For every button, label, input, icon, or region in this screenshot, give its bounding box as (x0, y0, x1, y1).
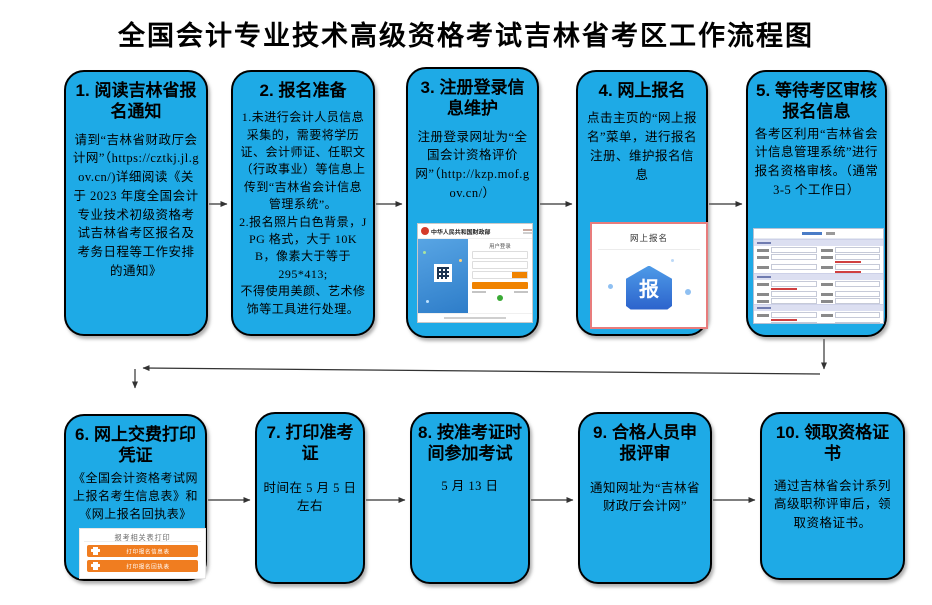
step-body: 《全国会计资格考试网上报名考生信息表》和《网上报名回执表》 (72, 470, 198, 521)
login-page-footer (418, 313, 532, 322)
registration-house-icon: 报 (626, 265, 672, 310)
step-body: 注册登录网址为“全国会计资格评价网”（http://kzp.mof.gov.cn… (415, 129, 530, 200)
password-field (472, 261, 528, 269)
qr-code (434, 264, 453, 283)
step-heading: 7. 打印准考证 (266, 423, 354, 464)
username-field (472, 251, 528, 259)
form-row (754, 280, 883, 290)
decor-dot (608, 283, 613, 289)
step-body: 通过吉林省会计系列高级职称评审后，领取资格证书。 (773, 478, 891, 531)
online-reg-label: 网上报名 (629, 233, 668, 243)
flow-step-5: 5. 等待考区审核报名信息 各考区利用“吉林省会计信息管理系统”进行报名资格审核… (746, 70, 887, 337)
flow-step-1: 1. 阅读吉林省报名通知 请到“吉林省财政厅会计网”（https://cztkj… (64, 70, 208, 336)
form-text (826, 232, 835, 235)
form-row (754, 311, 883, 321)
form-row (754, 297, 883, 304)
decor-dot (685, 289, 691, 295)
login-page-body: 用户登录 (418, 239, 532, 313)
flow-step-3: 3. 注册登录信息维护 注册登录网址为“全国会计资格评价网”（http://kz… (406, 67, 539, 338)
banner-dot (459, 259, 463, 262)
login-page-screenshot: 中华人民共和国财政部 用户登录 (417, 223, 533, 323)
national-emblem-icon (421, 227, 429, 235)
flow-step-10: 10. 领取资格证书 通过吉林省会计系列高级职称评审后，领取资格证书。 (760, 412, 905, 580)
arrow-row-return (142, 365, 821, 375)
step-heading: 5. 等待考区审核报名信息 (756, 81, 877, 122)
print-page-heading: 报考相关表打印 (114, 533, 171, 542)
step-heading: 6. 网上交费打印凭证 (75, 425, 196, 466)
form-row (754, 263, 883, 273)
step-heading: 10. 领取资格证书 (775, 423, 890, 464)
gov-site-name: 中华人民共和国财政部 (431, 228, 491, 235)
flow-step-8: 8. 按准考证时间参加考试 5 月 13 日 (410, 412, 530, 584)
login-panel-title: 用户登录 (489, 243, 511, 250)
step-body: 通知网址为“吉林省财政厅会计网” (589, 480, 701, 514)
step-heading: 9. 合格人员申报评审 (593, 423, 697, 464)
flow-step-7: 7. 打印准考证 时间在 5 月 5 日左右 (255, 412, 365, 584)
print-info-button-label: 打印报名信息表 (126, 548, 170, 555)
form-row (754, 290, 883, 297)
form-row (754, 321, 883, 323)
step-body: 点击主页的“网上报名”菜单，进行报名注册、维护报名信息 (586, 111, 698, 182)
online-reg-icon-area: 报 (594, 250, 704, 325)
flow-step-9: 9. 合格人员申报评审 通知网址为“吉林省财政厅会计网” (578, 412, 712, 584)
online-reg-card: 网上报名 报 (594, 226, 704, 325)
divider (84, 541, 201, 542)
header-caption-lines (523, 228, 532, 234)
online-reg-screenshot: 网上报名 报 (590, 222, 708, 329)
flow-step-6: 6. 网上交费打印凭证 《全国会计资格考试网上报名考生信息表》和《网上报名回执表… (64, 414, 207, 581)
step-heading: 8. 按准考证时间参加考试 (418, 423, 522, 464)
step-body: 时间在 5 月 5 日左右 (263, 480, 357, 514)
printer-icon (91, 562, 100, 570)
decor-dot (671, 259, 674, 262)
form-section-header (754, 304, 883, 311)
registration-icon-char: 报 (639, 279, 659, 301)
login-form-panel: 用户登录 (468, 239, 532, 313)
banner-dot (426, 300, 429, 303)
form-toolbar (754, 229, 883, 239)
review-form-screenshot (753, 228, 884, 324)
flow-step-2: 2. 报名准备 1.未进行会计人员信息采集的，需要将学历证、会计师证、任职文（行… (231, 70, 375, 336)
form-link (802, 232, 822, 235)
login-button (472, 282, 528, 289)
gov-site-header: 中华人民共和国财政部 (418, 224, 532, 239)
step-body: 5 月 13 日 (441, 478, 499, 493)
step-body: 请到“吉林省财政厅会计网”（https://cztkj.jl.gov.cn/)详… (72, 132, 200, 278)
print-receipt-button: 打印报名回执表 (87, 560, 198, 572)
captcha-button (512, 272, 527, 278)
step-body: 1.未进行会计人员信息采集的，需要将学历证、会计师证、任职文（行政事业）等信息上… (239, 110, 367, 316)
form-row (754, 253, 883, 263)
step-body: 各考区利用“吉林省会计信息管理系统”进行报名资格审核。（通常 3-5 个工作日） (754, 126, 879, 197)
divider (598, 249, 700, 250)
form-section-header (754, 273, 883, 280)
step-heading: 1. 阅读吉林省报名通知 (75, 81, 197, 122)
form-row (754, 246, 883, 253)
flow-step-4: 4. 网上报名 点击主页的“网上报名”菜单，进行报名注册、维护报名信息 网上报名… (576, 70, 708, 336)
step-heading: 3. 注册登录信息维护 (420, 78, 525, 119)
captcha-field (472, 271, 528, 279)
print-page-screenshot: 报考相关表打印 打印报名信息表 打印报名回执表 (79, 528, 206, 579)
help-icon (497, 295, 504, 301)
print-info-button: 打印报名信息表 (87, 545, 198, 557)
page-title: 全国会计专业技术高级资格考试吉林省考区工作流程图 (118, 21, 814, 51)
form-section-header (754, 239, 883, 246)
print-receipt-button-label: 打印报名回执表 (126, 563, 170, 570)
step-heading: 2. 报名准备 (259, 81, 347, 100)
printer-icon (91, 547, 100, 555)
banner-dot (423, 251, 426, 254)
step-heading: 4. 网上报名 (598, 81, 686, 100)
login-banner (418, 239, 469, 313)
login-links (472, 291, 528, 293)
